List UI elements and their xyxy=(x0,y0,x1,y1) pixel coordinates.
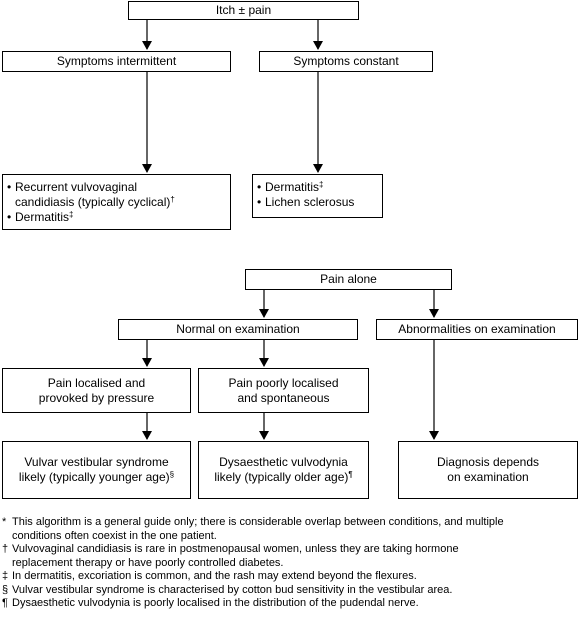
footnote-line: Dysaesthetic vulvodynia is poorly locali… xyxy=(12,597,419,609)
box-pain-alone-text: Pain alone xyxy=(320,272,377,286)
pain-poorly-line2: and spontaneous xyxy=(237,390,330,405)
box-itch-pain-text: Itch ± pain xyxy=(215,3,272,17)
footnotes: * This algorithm is a general guide only… xyxy=(2,516,578,611)
box-pain-localised: Pain localised and provoked by pressure xyxy=(2,368,191,413)
list-item-dermatitis: • Dermatitis‡ xyxy=(257,180,378,195)
footnote-section: § Vulvar vestibular syndrome is characte… xyxy=(2,584,578,598)
footnote-dagger: † Vulvovaginal candidiasis is rare in po… xyxy=(2,543,578,570)
candidiasis-line2-row: candidiasis (typically cyclical)† xyxy=(7,195,226,210)
bullet-icon: • xyxy=(257,180,262,194)
footnote-mark-pilcrow: ¶ xyxy=(348,470,353,479)
box-abnormalities-examination: Abnormalities on examination xyxy=(376,319,578,340)
footnote-mark-double-dagger: ‡ xyxy=(69,210,74,219)
footnote-line: Vulvovaginal candidiasis is rare in post… xyxy=(12,543,459,555)
box-vulvar-vestibular: Vulvar vestibular syndrome likely (typic… xyxy=(2,441,191,499)
footnote-mark-double-dagger: ‡ xyxy=(319,180,324,189)
footnote-mark: † xyxy=(2,543,9,555)
box-pain-poorly-localised: Pain poorly localised and spontaneous xyxy=(198,368,369,413)
box-itch-pain: Itch ± pain xyxy=(128,1,359,20)
footnote-mark-section: § xyxy=(169,470,175,479)
footnote-line: replacement therapy or have poorly contr… xyxy=(12,556,284,569)
box-intermittent-diagnoses: • Recurrent vulvovaginal candidiasis (ty… xyxy=(2,174,231,230)
dysaesthetic-line2: likely (typically older age) xyxy=(214,470,349,484)
footnote-pilcrow: ¶ Dysaesthetic vulvodynia is poorly loca… xyxy=(2,597,578,611)
dermatitis-text: Dermatitis xyxy=(265,180,320,194)
vestibular-line2: likely (typically younger age) xyxy=(18,470,170,484)
diagnosis-line2: on examination xyxy=(447,470,529,484)
footnote-mark: § xyxy=(2,583,9,596)
bullet-icon: • xyxy=(7,180,12,194)
box-abnormalities-examination-text: Abnormalities on examination xyxy=(398,322,556,336)
footnote-line: conditions often coexist in the one pati… xyxy=(12,529,217,542)
pain-localised-line1: Pain localised and xyxy=(47,375,146,390)
box-diagnosis-examination: Diagnosis depends on examination xyxy=(398,441,578,499)
box-symptoms-constant-text: Symptoms constant xyxy=(293,54,399,68)
footnote-line: Vulvar vestibular syndrome is characteri… xyxy=(12,583,453,596)
footnote-double-dagger: ‡ In dermatitis, excoriation is common, … xyxy=(2,570,578,584)
footnote-asterisk: * This algorithm is a general guide only… xyxy=(2,516,578,543)
footnote-mark: * xyxy=(2,516,7,528)
box-dysaesthetic-vulvodynia: Dysaesthetic vulvodynia likely (typicall… xyxy=(198,441,369,499)
diagnosis-line1: Diagnosis depends xyxy=(436,455,540,469)
lichen-sclerosus-text: Lichen sclerosus xyxy=(265,195,355,209)
dermatitis-text: Dermatitis xyxy=(15,210,70,224)
bullet-icon: • xyxy=(257,195,262,209)
footnote-mark: ¶ xyxy=(2,597,8,609)
pain-localised-line2: provoked by pressure xyxy=(38,390,155,405)
box-normal-examination: Normal on examination xyxy=(118,319,358,340)
box-constant-diagnoses: • Dermatitis‡ • Lichen sclerosus xyxy=(252,174,383,218)
box-pain-alone: Pain alone xyxy=(245,269,452,290)
list-item-dermatitis: • Dermatitis‡ xyxy=(7,210,226,225)
bullet-icon: • xyxy=(7,210,12,224)
candidiasis-line2: candidiasis (typically cyclical) xyxy=(15,195,171,209)
list-item-lichen-sclerosus: • Lichen sclerosus xyxy=(257,195,378,210)
candidiasis-line1: Recurrent vulvovaginal xyxy=(15,180,138,194)
footnote-mark-dagger: † xyxy=(170,195,175,204)
footnote-mark: ‡ xyxy=(2,570,9,582)
footnote-line: In dermatitis, excoriation is common, an… xyxy=(12,570,417,582)
vestibular-line1: Vulvar vestibular syndrome xyxy=(24,455,169,469)
footnote-line: This algorithm is a general guide only; … xyxy=(12,516,504,528)
list-item-candidiasis: • Recurrent vulvovaginal xyxy=(7,180,226,195)
box-normal-examination-text: Normal on examination xyxy=(176,322,300,336)
pain-poorly-line1: Pain poorly localised xyxy=(228,375,339,390)
box-symptoms-intermittent: Symptoms intermittent xyxy=(2,51,231,72)
box-symptoms-constant: Symptoms constant xyxy=(259,51,433,72)
dysaesthetic-line1: Dysaesthetic vulvodynia xyxy=(219,455,348,469)
box-symptoms-intermittent-text: Symptoms intermittent xyxy=(56,54,177,68)
